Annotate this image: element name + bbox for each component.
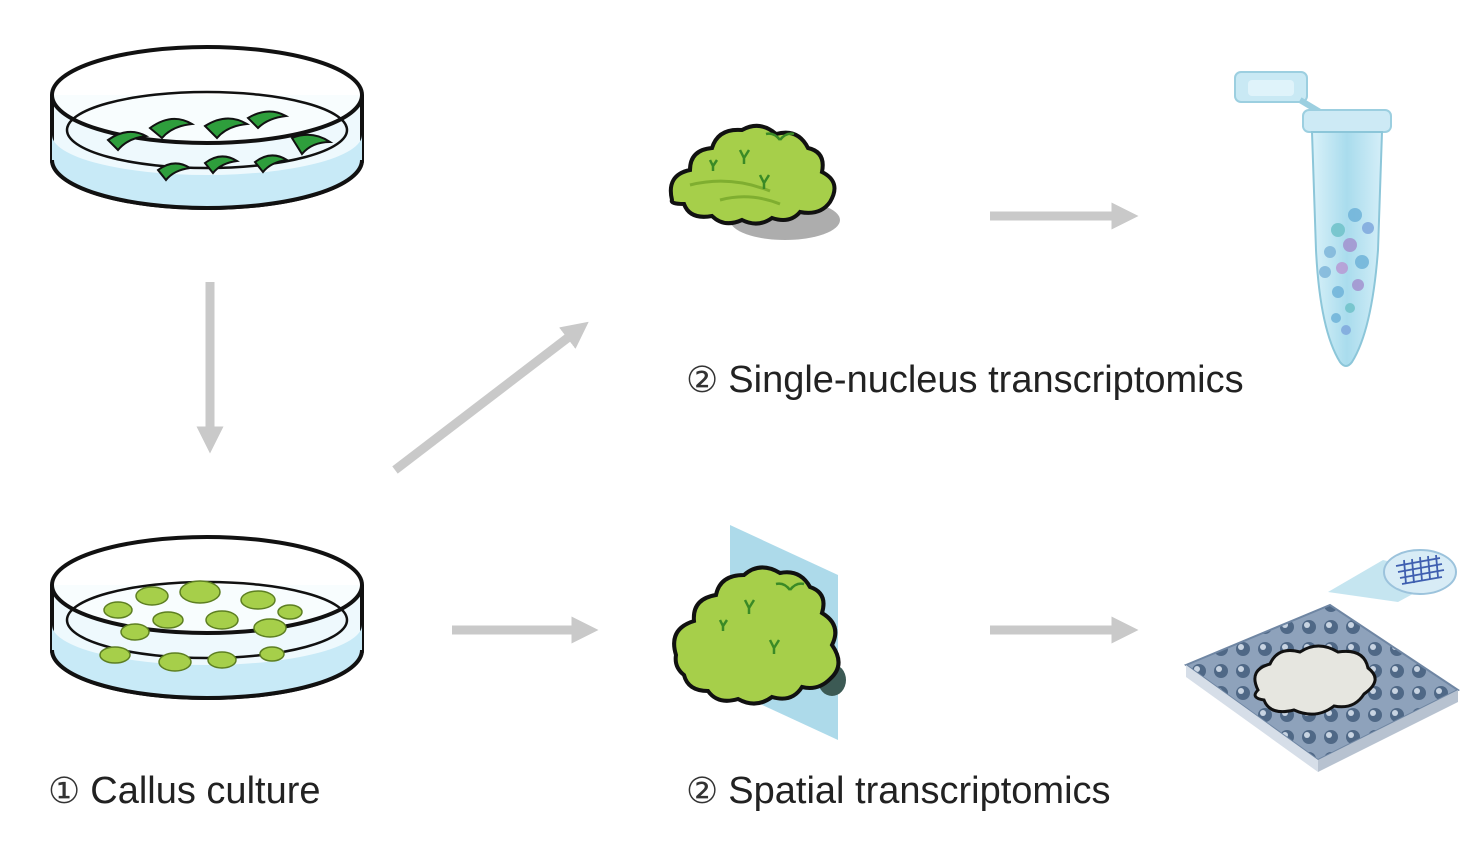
nuclei [1319, 208, 1374, 335]
sectioned-callus-icon [672, 525, 846, 740]
label-text: Spatial transcriptomics [728, 770, 1111, 812]
petri-dish-callus-icon [50, 535, 364, 700]
callus-icon [668, 123, 840, 240]
arrows [196, 202, 1139, 644]
arrow-diagonal [392, 321, 589, 474]
step-number: ① [48, 771, 81, 812]
petri-dish-leaves-icon [50, 45, 364, 210]
spatial-chip-icon [1183, 549, 1460, 772]
microtube-icon [1234, 71, 1392, 367]
label-text: Callus culture [90, 770, 321, 812]
label-text: Single-nucleus transcriptomics [728, 359, 1244, 401]
step-number: ② [686, 360, 719, 401]
zoom-bubble [1383, 549, 1457, 595]
step-number: ② [686, 771, 719, 812]
